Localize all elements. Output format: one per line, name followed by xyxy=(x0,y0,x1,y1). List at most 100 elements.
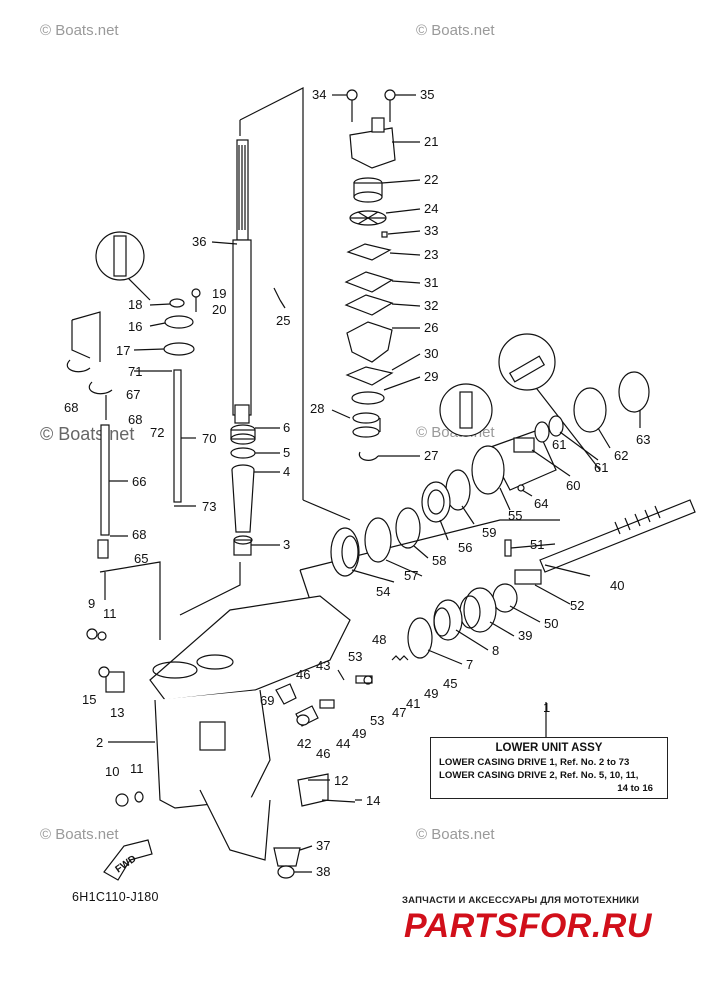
trim-tab-12 xyxy=(297,773,329,807)
callout: 27 xyxy=(424,448,438,463)
callout: 67 xyxy=(126,387,140,402)
bearing-56 xyxy=(421,481,451,523)
pin-51 xyxy=(504,539,512,557)
lower-casing-2 xyxy=(149,595,351,861)
water-pump-housing-21 xyxy=(349,117,396,169)
gasket-11b xyxy=(134,791,144,803)
callout: 35 xyxy=(420,87,434,102)
pump-case-26 xyxy=(346,321,393,363)
gasket-32 xyxy=(344,294,394,316)
pinion-37 xyxy=(273,847,301,867)
callout: 7 xyxy=(466,657,473,672)
callout: 15 xyxy=(82,692,96,707)
forward-gear-39 xyxy=(459,587,497,633)
dog-clutch-52 xyxy=(514,569,542,585)
callout: 33 xyxy=(424,223,438,238)
callout: 4 xyxy=(283,464,290,479)
shim-7 xyxy=(407,617,433,659)
callout: 11 xyxy=(130,761,144,776)
washer-49 xyxy=(363,675,373,685)
guide-line xyxy=(239,87,304,500)
bearing-8 xyxy=(433,599,463,641)
info-box-line: LOWER CASING DRIVE 2, Ref. No. 5, 10, 11… xyxy=(439,770,639,781)
callout: 51 xyxy=(530,537,544,552)
callout: 48 xyxy=(372,632,386,647)
guide-line xyxy=(302,499,351,521)
callout: 26 xyxy=(424,320,438,335)
bolt-9 xyxy=(86,628,98,640)
shift-rod-70 xyxy=(173,369,182,503)
callout: 52 xyxy=(570,598,584,613)
detail-circle-shift xyxy=(95,231,145,281)
callout: 40 xyxy=(610,578,624,593)
callout: 73 xyxy=(202,499,216,514)
callout: 69 xyxy=(260,693,274,708)
shop-logo: PARTSFOR.RU xyxy=(404,907,652,945)
shift-rod-66 xyxy=(100,424,110,536)
watermark: © Boats.net xyxy=(40,22,119,39)
info-box-title: LOWER UNIT ASSY xyxy=(495,742,603,754)
callout: 12 xyxy=(334,773,348,788)
callout: 70 xyxy=(202,431,216,446)
shift-pin-44 xyxy=(319,699,335,709)
callout: 42 xyxy=(297,736,311,751)
o-ring-17 xyxy=(163,342,195,356)
needle-bearing-60 xyxy=(513,437,535,453)
bolt-34 xyxy=(346,89,358,122)
callout: 61 xyxy=(594,460,608,475)
gasket-23 xyxy=(346,243,392,261)
info-box-line: LOWER CASING DRIVE 1, Ref. No. 2 to 73 xyxy=(439,757,630,768)
callout: 14 xyxy=(366,793,380,808)
propeller-shaft-40 xyxy=(539,499,696,573)
callout: 39 xyxy=(518,628,532,643)
bolt-14 xyxy=(321,799,356,803)
shift-cam-69 xyxy=(275,683,297,705)
watermark: © Boats.net xyxy=(416,22,495,39)
callout: 54 xyxy=(376,584,390,599)
callout: 8 xyxy=(492,643,499,658)
callout: 68 xyxy=(64,400,78,415)
callout: 10 xyxy=(105,764,119,779)
oil-seal-61 xyxy=(534,415,564,443)
key-33 xyxy=(381,231,388,238)
callout: 34 xyxy=(312,87,326,102)
watermark: © Boats.net xyxy=(40,424,135,444)
watermark: © Boats.net xyxy=(40,826,119,843)
retainer-62 xyxy=(573,387,607,433)
circlip-27 xyxy=(358,451,379,461)
callout: 32 xyxy=(424,298,438,313)
guide-line xyxy=(299,519,560,571)
bolt-64 xyxy=(517,484,525,492)
callout: 49 xyxy=(424,686,438,701)
callout: 30 xyxy=(424,346,438,361)
callout: 72 xyxy=(150,425,164,440)
clip-68 xyxy=(66,359,113,395)
callout: 62 xyxy=(614,448,628,463)
callout: 58 xyxy=(432,553,446,568)
callout: 61 xyxy=(552,437,566,452)
callout: 22 xyxy=(424,172,438,187)
shaft-shim-5 xyxy=(230,447,256,459)
callout: 68 xyxy=(132,527,146,542)
hose-clip xyxy=(71,311,101,362)
thrust-washer-57 xyxy=(364,517,392,563)
callout: 9 xyxy=(88,596,95,611)
pin-25 xyxy=(273,287,281,301)
nut-38 xyxy=(277,865,295,879)
connector-65 xyxy=(97,539,109,559)
callout: 43 xyxy=(316,658,330,673)
callout: 53 xyxy=(348,649,362,664)
callout: 59 xyxy=(482,525,496,540)
callout-labels: 1 2 3 4 5 6 7 8 9 10 11 11 12 13 14 15 1… xyxy=(64,87,650,879)
bearing-3 xyxy=(233,535,253,556)
callout: 65 xyxy=(134,551,148,566)
callout: 53 xyxy=(370,713,384,728)
callout: 47 xyxy=(392,705,406,720)
plug-15 xyxy=(98,666,110,678)
callout: 29 xyxy=(424,369,438,384)
spring-43 xyxy=(337,669,345,681)
info-box-line: 14 to 16 xyxy=(617,783,653,794)
plate-13 xyxy=(105,671,125,693)
callout: 56 xyxy=(458,540,472,555)
